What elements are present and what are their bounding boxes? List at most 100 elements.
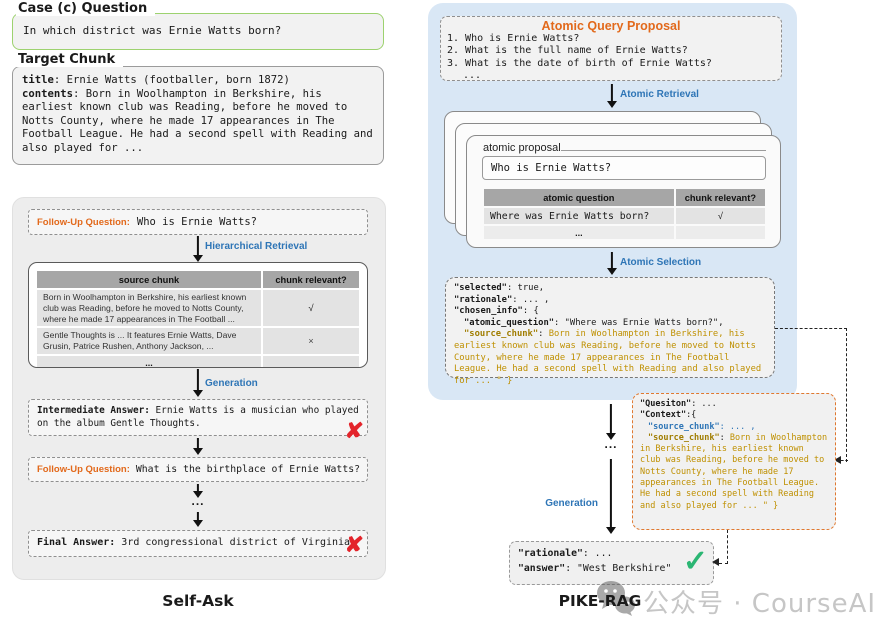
connector-selection-to-context	[775, 328, 847, 462]
target-chunk-title-key: title	[22, 74, 54, 86]
watermark-text: 公众号 · CourseAI	[643, 589, 877, 619]
json-key: "atomic_question"	[464, 317, 555, 328]
json-key-source-chunk: "source_chunk"	[648, 421, 720, 432]
atomic-query-proposal-box: Atomic Query Proposal 1. Who is Ernie Wa…	[440, 16, 782, 81]
json-value: : ...	[582, 548, 613, 559]
target-chunk-box: title: Ernie Watts (footballer, born 187…	[12, 66, 384, 165]
atomic-selection-result-box: "selected": true, "rationale": ... , "ch…	[445, 277, 775, 386]
atomic-query-proposal-title: Atomic Query Proposal	[541, 19, 681, 33]
atomic-question-cell: Where was Ernie Watts born?	[484, 208, 674, 224]
flow-arrow	[192, 438, 204, 455]
json-line: "source_chunk": ... ,	[640, 422, 828, 433]
json-line: "Quesiton": ...	[640, 399, 828, 410]
json-line: "answer": "West Berkshire"	[518, 562, 705, 577]
generation-arrow-right	[605, 459, 617, 534]
retrieval-table-header-row: source chunk chunk relevant?	[37, 271, 359, 288]
retrieval-table-header-relevant: chunk relevant?	[263, 271, 359, 288]
correct-answer-icon: ✓	[682, 545, 708, 578]
json-key: "rationale"	[454, 294, 513, 305]
atomic-proposal-input-value: Who is Ernie Watts?	[491, 162, 612, 174]
table-row: Born in Woolhampton in Berkshire, his ea…	[37, 290, 359, 327]
hierarchical-retrieval-arrow	[192, 236, 204, 262]
table-row: Where was Ernie Watts born? √	[484, 208, 765, 224]
case-question-text: In which district was Ernie Watts born?	[23, 24, 282, 37]
final-answer-label: Final Answer:	[37, 537, 116, 548]
json-line: "atomic_question": "Where was Ernie Watt…	[454, 318, 766, 330]
json-colon: :	[719, 432, 730, 443]
target-chunk-heading: Target Chunk	[16, 52, 124, 67]
wechat-icon	[597, 581, 635, 616]
json-value: : {	[522, 306, 539, 317]
atomic-retrieval-arrow	[606, 84, 618, 108]
relevant-cell: ×	[263, 328, 359, 354]
atomic-table-header-question: atomic question	[484, 189, 674, 206]
json-key: "Quesiton"	[640, 399, 692, 409]
followup-question-value-1: Who is Ernie Watts?	[136, 216, 257, 228]
generation-arrow-left	[192, 369, 204, 397]
chunk-cell: ...	[37, 355, 261, 367]
json-key-source-chunk: "source_chunk"	[464, 329, 539, 340]
table-row: ...	[484, 226, 765, 239]
intermediate-answer-value: Ernie Watts is a musician who played on …	[37, 405, 359, 429]
final-answer-value: 3rd congressional district of Virginia.	[115, 537, 357, 548]
wrong-answer-icon: ✘	[343, 531, 364, 558]
proposal-item: 2. What is the full name of Ernie Watts?	[447, 45, 688, 57]
atomic-question-cell: ...	[484, 226, 674, 239]
json-value: : true,	[506, 283, 545, 293]
intermediate-answer-box: Intermediate Answer: Ernie Watts is a mu…	[28, 399, 368, 444]
target-chunk-contents-line: contents: Born in Woolhampton in Berkshi…	[22, 88, 374, 156]
relevant-cell	[263, 355, 359, 367]
target-chunk-title-line: title: Ernie Watts (footballer, born 187…	[22, 74, 374, 88]
json-value: : ...	[691, 399, 717, 409]
retrieval-table: source chunk chunk relevant? Born in Woo…	[35, 269, 361, 367]
followup-question-label-2: Follow-Up Question:	[37, 464, 130, 475]
retrieval-table-header-chunk: source chunk	[37, 271, 261, 288]
relevant-cell	[675, 226, 765, 239]
json-line: "rationale": ...	[518, 547, 705, 562]
chunk-cell: Gentle Thoughts is ... It features Ernie…	[37, 328, 261, 354]
json-value: : "Where was Ernie Watts born?",	[554, 317, 724, 328]
json-line: "selected": true,	[454, 283, 766, 295]
proposal-item: 3. What is the date of birth of Ernie Wa…	[447, 57, 712, 69]
chunk-cell: Born in Woolhampton in Berkshire, his ea…	[37, 290, 261, 327]
json-line: "chosen_info": {	[454, 306, 766, 318]
json-value: :{	[686, 410, 697, 421]
json-line: "source_chunk": Born in Woolhampton in B…	[640, 433, 828, 512]
json-value: : "West Berkshire"	[565, 562, 672, 574]
connector-arrowhead-left-icon	[834, 456, 841, 464]
followup-question-label-1: Follow-Up Question:	[37, 216, 130, 228]
connector-stub	[841, 460, 848, 461]
pike-rag-caption: PIKE-RAG	[558, 592, 642, 610]
table-row: Gentle Thoughts is ... It features Ernie…	[37, 328, 359, 354]
retrieval-card-front: atomic proposal Who is Ernie Watts? atom…	[466, 135, 781, 248]
proposal-item: 1. Who is Ernie Watts?	[447, 33, 580, 44]
target-chunk-contents-key: contents	[22, 87, 74, 100]
case-question-heading: Case (c) Question	[16, 1, 156, 16]
json-value: : ... ,	[719, 421, 756, 432]
target-chunk-contents-value: : Born in Woolhampton in Berkshire, his …	[22, 87, 373, 154]
atomic-table-header-relevant: chunk relevant?	[675, 189, 765, 206]
final-answer-box-pike: "rationale": ... "answer": "West Berkshi…	[509, 541, 714, 585]
json-key: "rationale"	[518, 548, 583, 559]
target-chunk-title-value: : Ernie Watts (footballer, born 1872)	[53, 74, 290, 86]
followup-question-value-2: What is the birthplace of Ernie Watts?	[135, 464, 361, 475]
label-rule	[560, 150, 766, 151]
source-chunk-text: Born in Woolhampton in Berkshire, his ea…	[454, 329, 762, 386]
generation-label-right: Generation	[545, 498, 598, 509]
table-row: ...	[37, 355, 359, 367]
json-value: : ... ,	[512, 294, 550, 305]
json-key: "Context"	[640, 410, 687, 421]
atomic-question-table: atomic question chunk relevant? Where wa…	[482, 187, 767, 241]
generation-context-box: "Quesiton": ... "Context":{ "source_chun…	[632, 393, 836, 530]
self-ask-caption: Self-Ask	[162, 592, 234, 610]
flow-arrow	[192, 484, 204, 498]
json-line: "source_chunk": Born in Woolhampton in B…	[454, 329, 766, 387]
connector-context-to-answer	[719, 530, 728, 564]
target-chunk-text: title: Ernie Watts (footballer, born 187…	[13, 67, 383, 163]
atomic-proposal-label: atomic proposal	[483, 142, 561, 154]
json-key: "answer"	[518, 562, 566, 574]
connector-arrowhead-left-icon	[712, 558, 719, 566]
followup-question-box-1: Follow-Up Question: Who is Ernie Watts?	[28, 209, 368, 235]
wrong-answer-icon: ✘	[343, 417, 364, 444]
